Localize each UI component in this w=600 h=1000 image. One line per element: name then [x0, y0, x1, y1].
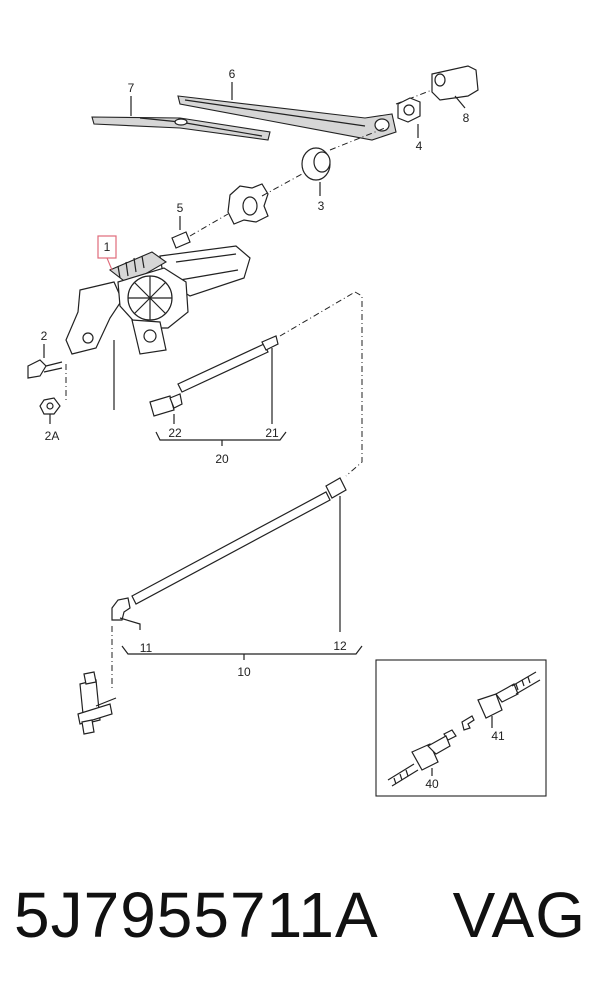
spacer	[171, 213, 229, 249]
footer: 5J7955711A VAG	[0, 878, 600, 978]
callout-2: 2	[41, 329, 48, 343]
callout-2a: 2A	[45, 429, 60, 443]
connector-inset	[375, 659, 547, 797]
part-number: 5J7955711A	[14, 879, 379, 951]
wiper-motor	[65, 235, 251, 410]
callout-5: 5	[177, 201, 184, 215]
callout-8: 8	[463, 111, 470, 125]
cap	[395, 65, 479, 109]
callout-11: 11	[140, 641, 153, 655]
callout-22: 22	[168, 426, 182, 440]
nut-2a	[39, 397, 61, 424]
parts-diagram: 1 2 2A 3 4 5 6 7 8 10 11 12 20 21 22 40 …	[27, 65, 547, 797]
callout-4: 4	[416, 139, 423, 153]
callout-12: 12	[333, 639, 347, 653]
callout-41: 41	[491, 729, 505, 743]
callout-7: 7	[128, 81, 135, 95]
bolt	[27, 344, 67, 400]
callout-10: 10	[237, 665, 251, 679]
seal	[227, 173, 303, 225]
callout-21: 21	[265, 426, 279, 440]
t-connector	[77, 671, 117, 735]
callout-1: 1	[104, 240, 111, 254]
nut	[397, 97, 421, 138]
brand-label: VAG	[452, 879, 586, 951]
hose-10	[111, 477, 363, 690]
callout-20: 20	[215, 452, 229, 466]
callout-3: 3	[318, 199, 325, 213]
hose-set-20	[149, 291, 363, 477]
callout-6: 6	[229, 67, 236, 81]
grommet	[301, 127, 386, 196]
wiper-blade	[91, 96, 271, 141]
callout-40: 40	[425, 777, 439, 791]
wiper-arm	[177, 82, 397, 141]
